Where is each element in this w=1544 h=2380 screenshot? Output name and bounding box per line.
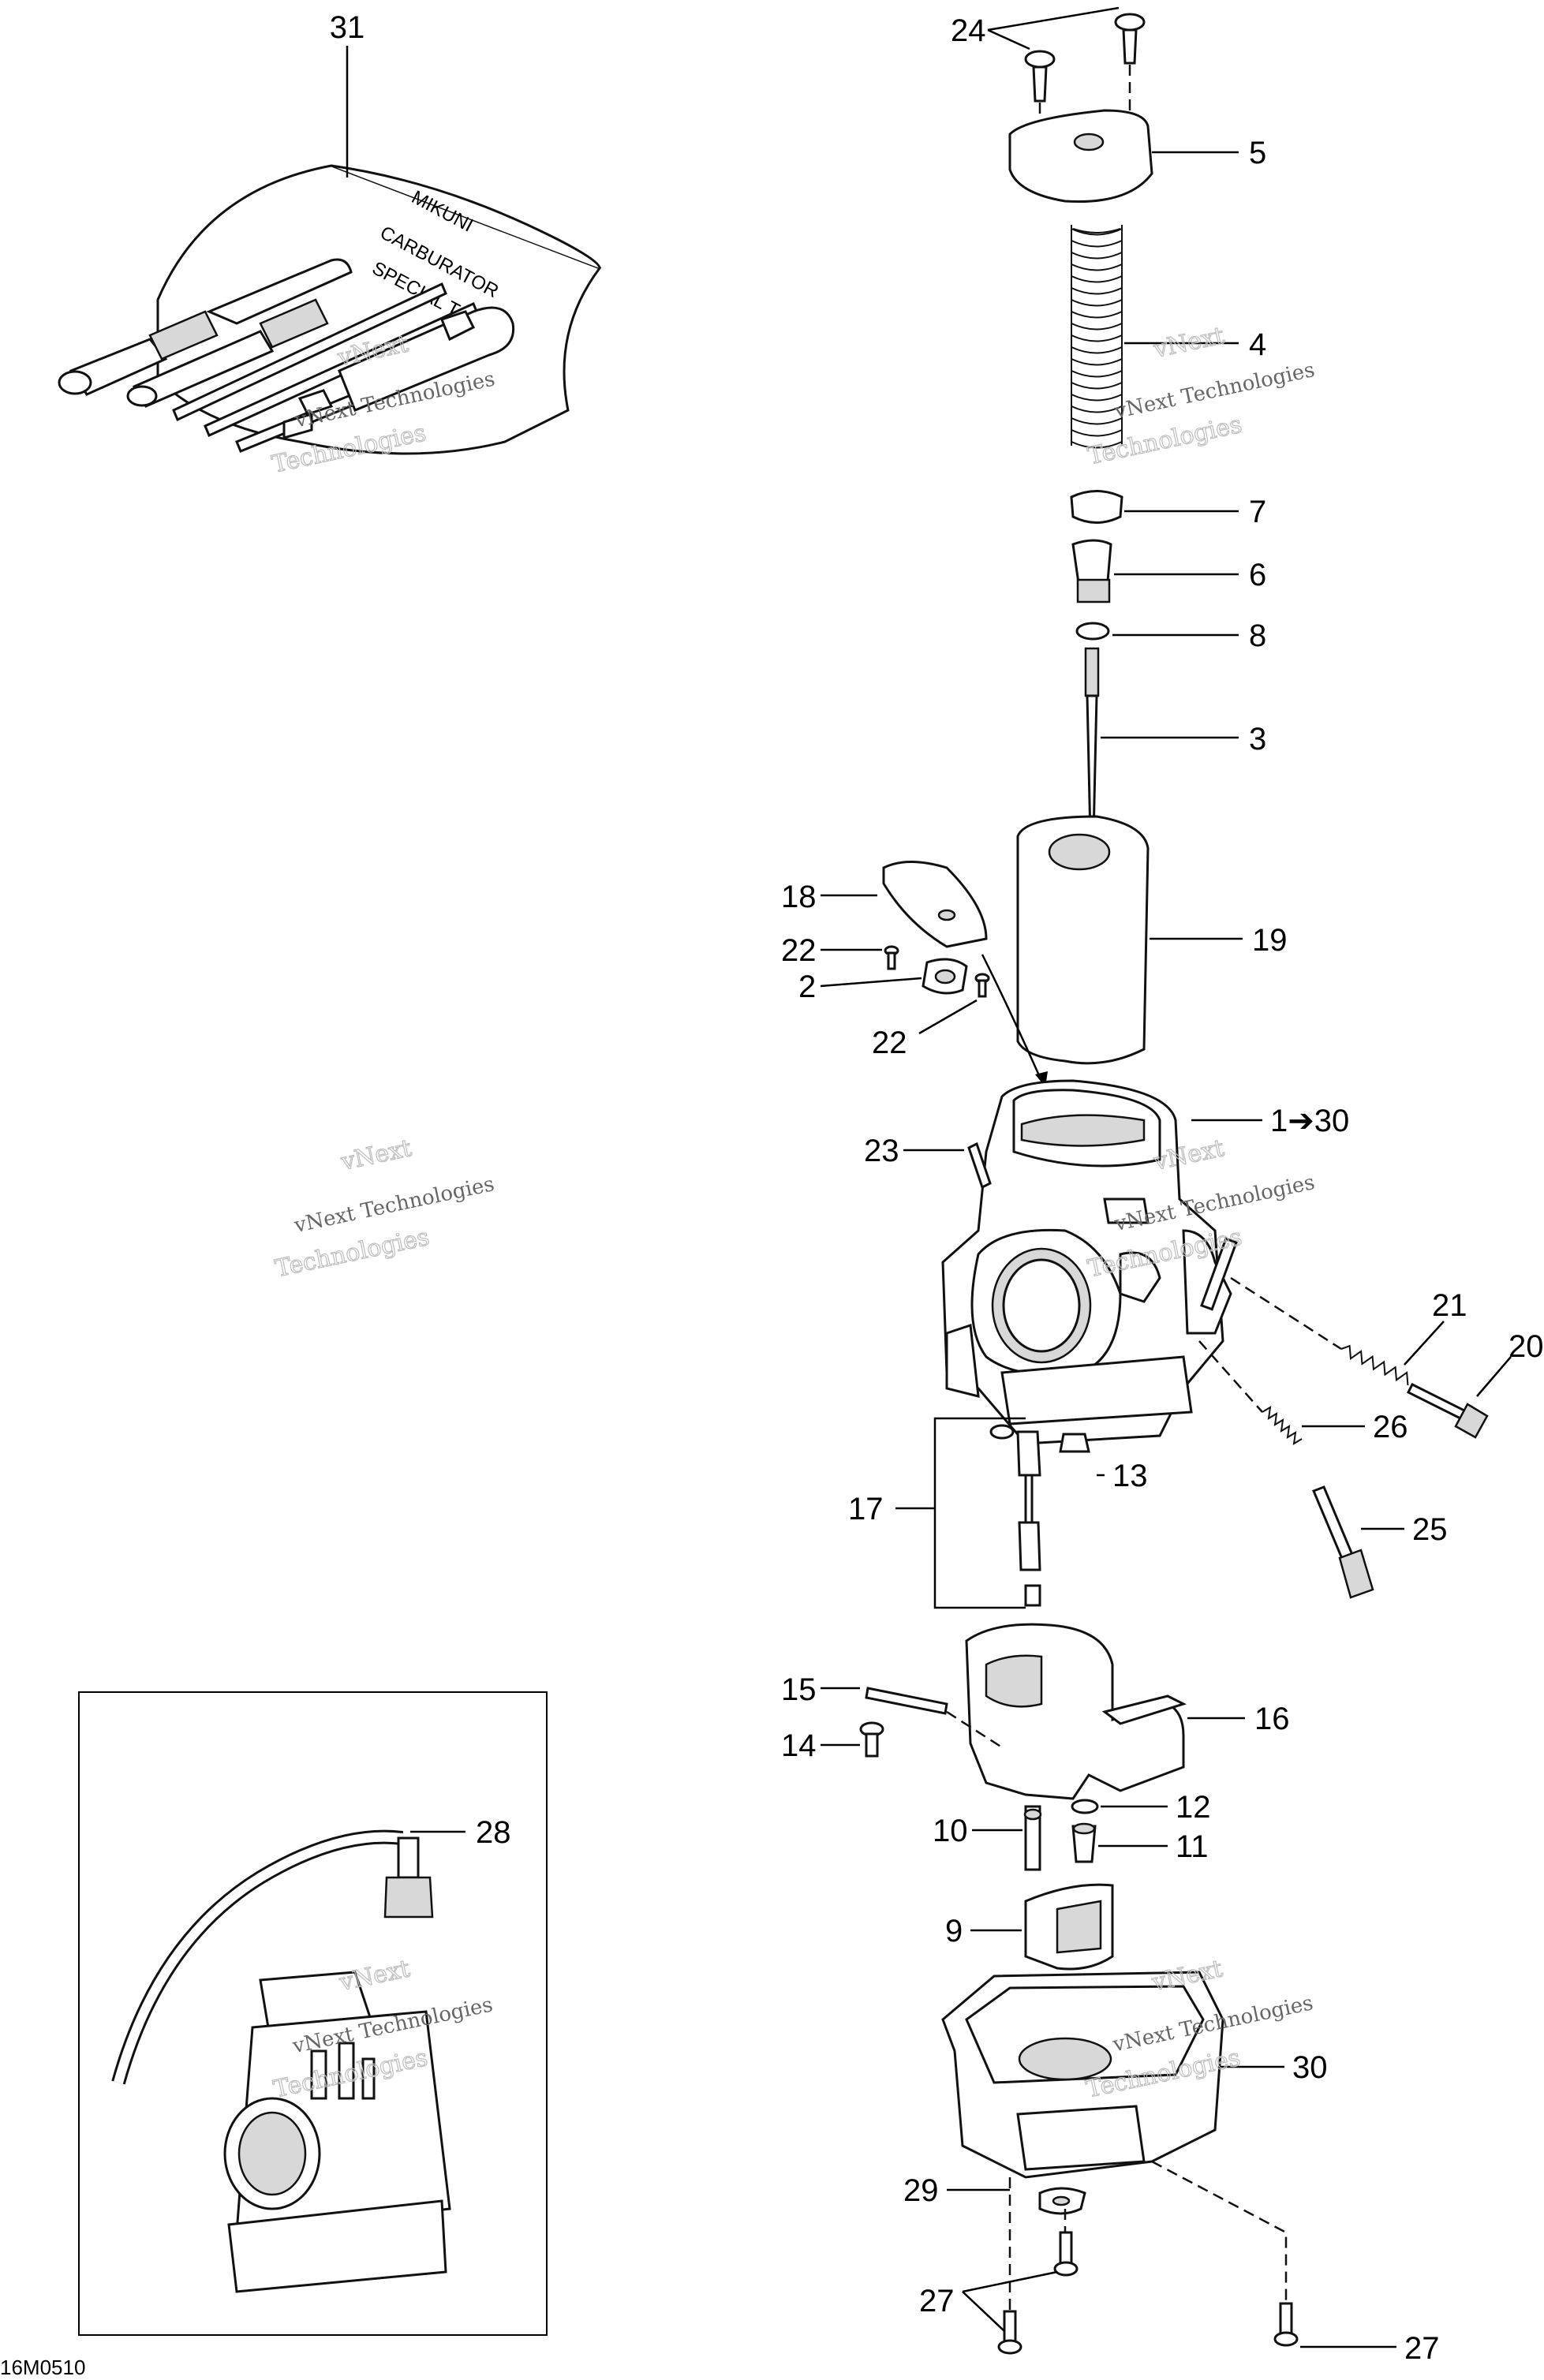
seat-11 [1071, 1822, 1097, 1863]
pilot-air-screw [967, 1141, 992, 1190]
callout-9: 9 [945, 1914, 963, 1948]
baffle-9 [1024, 1883, 1114, 1971]
needle-valve-10 [1023, 1805, 1042, 1871]
callout-24: 24 [951, 13, 986, 48]
svg-text:vNext: vNext [338, 1134, 413, 1176]
callout-26: 26 [1373, 1410, 1408, 1444]
float-bowl [941, 1971, 1224, 2179]
callout-28: 28 [476, 1815, 511, 1850]
screw-22-upper [884, 945, 899, 970]
svg-text:vNext: vNext [1150, 322, 1226, 364]
callout-23: 23 [864, 1134, 899, 1168]
washer-12 [1071, 1799, 1099, 1814]
callout-7: 7 [1249, 495, 1266, 529]
throttle-spring [1071, 225, 1123, 449]
throttle-valve [1016, 815, 1150, 1065]
screw-27-a [1053, 2231, 1079, 2277]
screw-24-left [1024, 50, 1056, 103]
callout-20: 20 [1508, 1329, 1544, 1364]
carburetor-body [941, 1079, 1238, 1445]
callout-16: 16 [1254, 1702, 1290, 1736]
callout-27a: 27 [919, 2284, 955, 2318]
plate-29 [1038, 2187, 1086, 2215]
callout-8: 8 [1249, 618, 1266, 653]
screw-22-lower [974, 973, 990, 998]
screw-27-c [1273, 2302, 1299, 2347]
throttle-stop-screw-25 [1312, 1485, 1374, 1599]
callout-10: 10 [933, 1814, 968, 1848]
plug-13 [1059, 1433, 1090, 1453]
callout-3: 3 [1249, 722, 1266, 757]
callout-2: 2 [798, 970, 816, 1004]
svg-text:Technologies: Technologies [1086, 411, 1244, 471]
needle-holder [1071, 539, 1112, 603]
plate-2 [922, 958, 968, 995]
callout-17: 17 [848, 1492, 884, 1526]
seal-7 [1070, 490, 1123, 524]
throttle-lever-plate [882, 861, 988, 948]
diagram-code: 16M0510 [0, 2356, 85, 2379]
callout-12: 12 [1176, 1790, 1211, 1825]
callout-6: 6 [1249, 558, 1266, 592]
callout-11: 11 [1176, 1829, 1209, 1864]
callout-5: 5 [1249, 136, 1266, 170]
callout-18: 18 [781, 880, 817, 914]
callout-13: 13 [1112, 1459, 1148, 1493]
spring-21 [1340, 1344, 1409, 1386]
inset-carburetor [111, 1829, 451, 2293]
jet-needle [1084, 647, 1100, 838]
callout-22b: 22 [872, 1026, 907, 1060]
mixing-chamber-cap [1008, 109, 1153, 204]
callout-31: 31 [330, 10, 365, 45]
callout-1-30: 1➔30 [1270, 1104, 1349, 1138]
callout-21: 21 [1432, 1288, 1467, 1323]
svg-text:vNext Technologies: vNext Technologies [291, 1172, 496, 1238]
screw-14 [859, 1721, 884, 1758]
idle-screw-20 [1406, 1382, 1489, 1439]
screw-27-b [997, 2310, 1022, 2355]
callout-27b: 27 [1404, 2331, 1440, 2366]
screw-24-right [1114, 13, 1146, 65]
needle-jet-assembly [989, 1424, 1041, 1607]
callout-22a: 22 [781, 933, 817, 968]
e-clip [1075, 622, 1110, 641]
watermark-middle-left: vNext vNext Technologies Technologies [272, 1134, 496, 1283]
callout-29: 29 [903, 2173, 939, 2208]
inset-frame [78, 1691, 548, 2336]
callout-19: 19 [1252, 923, 1288, 958]
callout-4: 4 [1249, 327, 1266, 362]
float-pin [865, 1687, 948, 1715]
callout-25: 25 [1412, 1512, 1448, 1547]
svg-text:vNext Technologies: vNext Technologies [1112, 358, 1317, 424]
callout-15: 15 [781, 1672, 817, 1707]
callout-30: 30 [1292, 2050, 1328, 2085]
callout-14: 14 [781, 1728, 817, 1763]
spring-26 [1262, 1406, 1303, 1445]
svg-text:vNext: vNext [336, 1955, 412, 1997]
special-tools-kit: MIKUNI CARBURATOR SPECIAL TOOLS [58, 164, 602, 455]
float [965, 1623, 1187, 1800]
